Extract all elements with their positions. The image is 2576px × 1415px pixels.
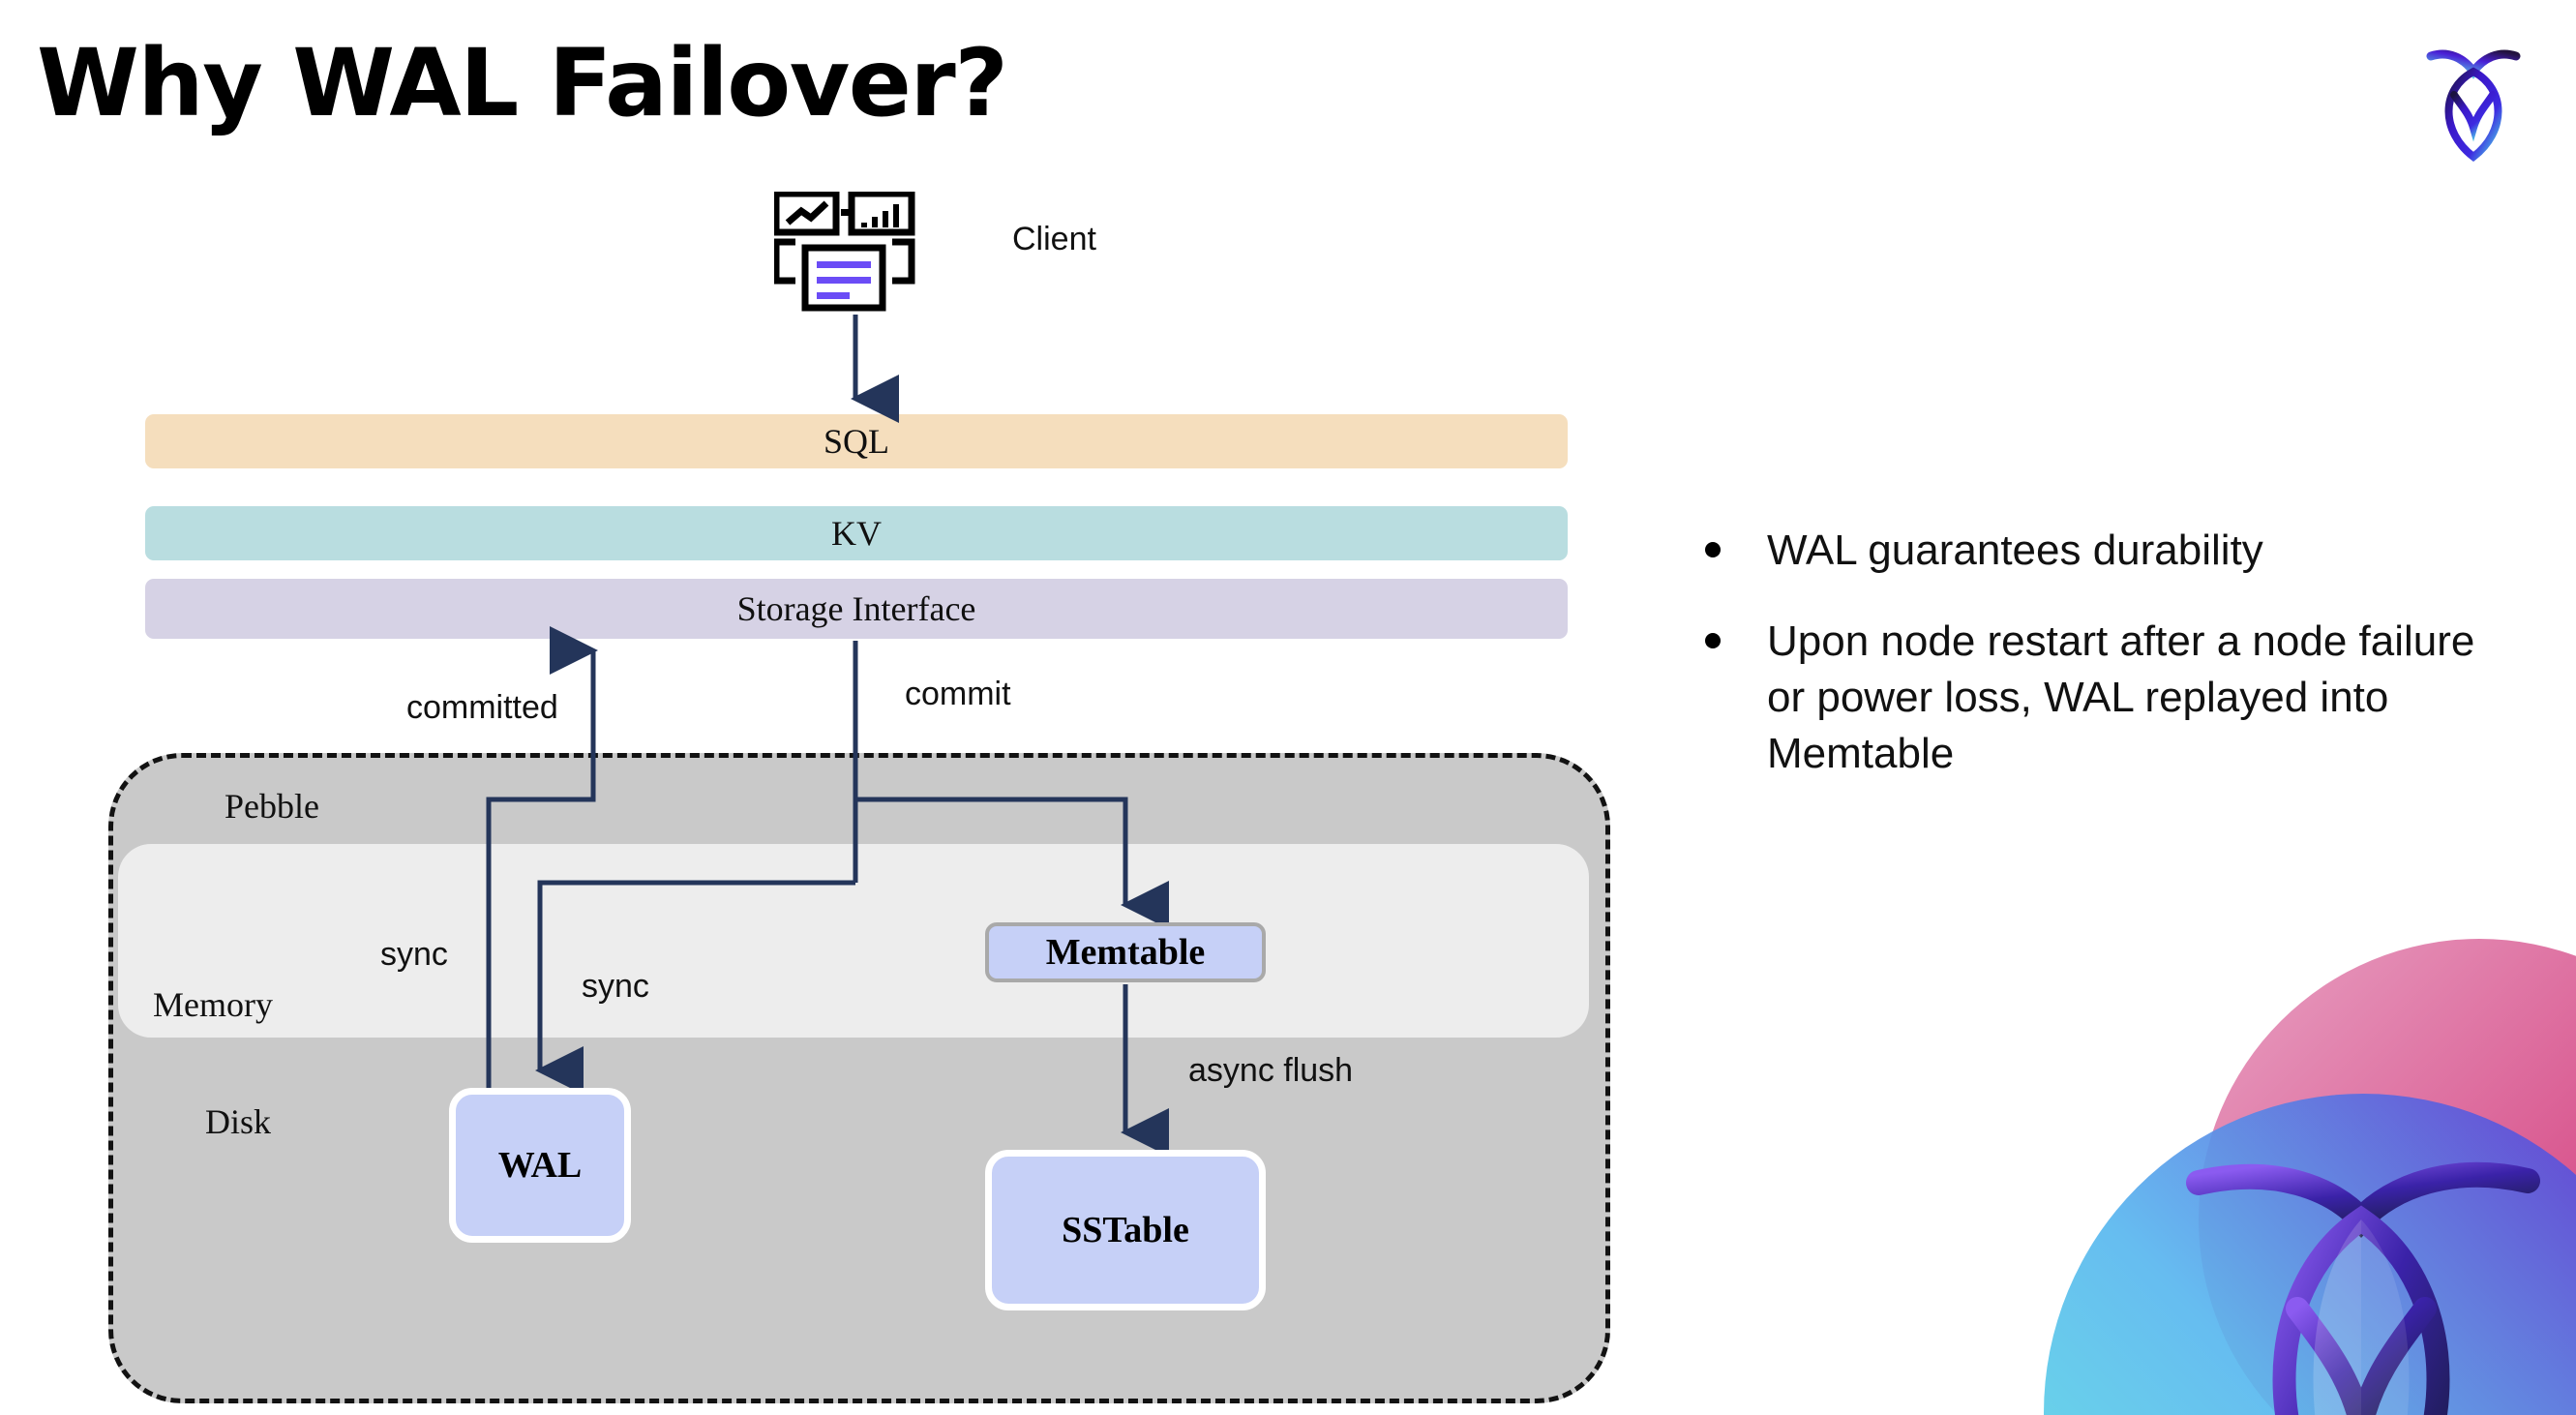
node-sstable: SSTable: [985, 1150, 1266, 1310]
memory-label: Memory: [153, 985, 273, 1024]
layer-bar-sql: SQL: [145, 414, 1568, 468]
cockroachdb-logo-icon: [2411, 39, 2535, 174]
node-label-wal: WAL: [497, 1145, 583, 1186]
bullet-text: Upon node restart after a node failure o…: [1767, 617, 2475, 778]
decorative-circles-roach-icon: [1957, 929, 2576, 1415]
client-dashboard-icon: [772, 190, 929, 317]
bullet-dot-icon: [1705, 633, 1721, 649]
layer-label-kv: KV: [831, 514, 882, 553]
node-wal: WAL: [449, 1088, 631, 1243]
edge-label-committed: committed: [406, 689, 558, 726]
edge-label-async-flush: async flush: [1188, 1052, 1354, 1089]
node-label-memtable: Memtable: [1045, 932, 1206, 973]
list-item: Upon node restart after a node failure o…: [1705, 614, 2518, 782]
layer-label-storage: Storage Interface: [736, 589, 976, 628]
layer-bar-storage-interface: Storage Interface: [145, 579, 1568, 639]
bullet-dot-icon: [1705, 542, 1721, 557]
node-memtable: Memtable: [985, 922, 1266, 982]
edge-label-sync-left: sync: [380, 936, 448, 973]
edge-label-commit: commit: [905, 676, 1011, 712]
layer-bar-kv: KV: [145, 506, 1568, 560]
layer-label-sql: SQL: [823, 422, 889, 461]
bullet-list: WAL guarantees durability Upon node rest…: [1705, 523, 2518, 817]
disk-label: Disk: [205, 1102, 272, 1141]
memory-zone: [118, 844, 1589, 1038]
node-label-sstable: SSTable: [1062, 1210, 1189, 1250]
client-label: Client: [1012, 221, 1096, 257]
edge-label-sync-right: sync: [582, 968, 649, 1005]
page-title: Why WAL Failover?: [37, 29, 1008, 137]
bullet-text: WAL guarantees durability: [1767, 527, 2263, 574]
list-item: WAL guarantees durability: [1705, 523, 2518, 579]
pebble-label: Pebble: [225, 787, 319, 826]
